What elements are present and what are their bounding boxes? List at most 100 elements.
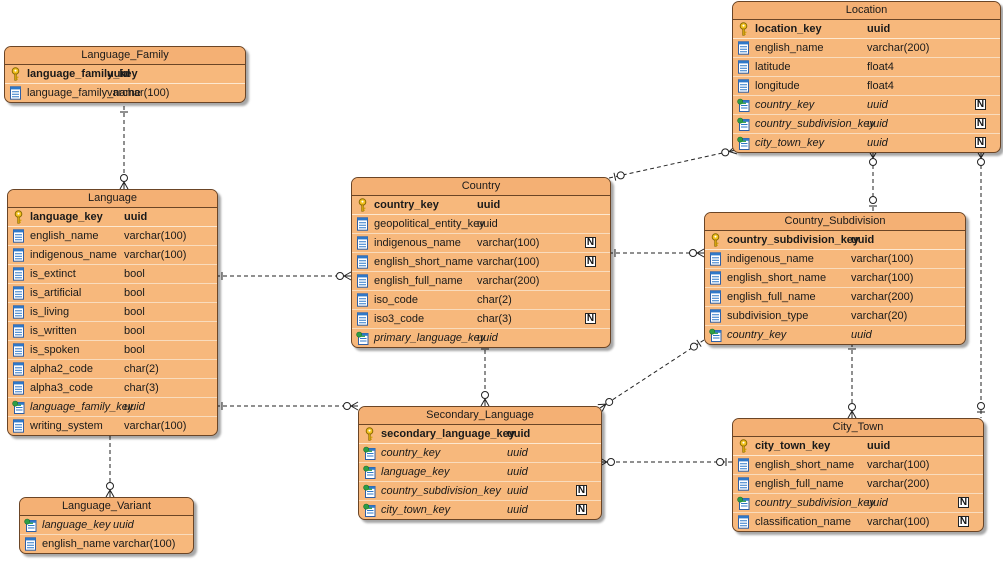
column-name: is_spoken [30, 344, 80, 356]
column-name: primary_language_key [374, 332, 486, 344]
column-type: varchar(100) [107, 87, 170, 99]
column-icon [9, 86, 22, 100]
column-name: country_key [727, 329, 787, 341]
column-type: uuid [867, 99, 888, 111]
entity-title: Language [8, 190, 217, 208]
entity-secondary-language[interactable]: Secondary_Language secondary_language_ke… [358, 406, 602, 520]
column-row[interactable]: alpha3_code char(3) [8, 379, 217, 398]
key-icon [356, 198, 369, 212]
column-icon [12, 362, 25, 376]
foreign-key-row[interactable]: country_key uuid [705, 326, 965, 344]
zero-marker [848, 403, 856, 411]
zero-marker [689, 342, 698, 351]
column-name: english_name [42, 538, 111, 550]
nullable-badge: N [576, 485, 587, 496]
column-name: language_key [30, 211, 103, 223]
foreign-key-icon [737, 496, 750, 510]
entity-title: Language_Variant [20, 498, 193, 516]
column-type: varchar(100) [113, 538, 176, 550]
column-name: city_town_key [755, 137, 825, 149]
column-type: uuid [851, 329, 872, 341]
column-name: indigenous_name [374, 237, 461, 249]
entity-country-subdivision[interactable]: Country_Subdivision country_subdivision_… [704, 212, 966, 345]
column-icon [737, 515, 750, 529]
connector-subdivision-secondary [599, 339, 705, 409]
column-type: uuid [867, 440, 891, 452]
column-icon [709, 290, 722, 304]
column-type: char(3) [124, 382, 159, 394]
column-icon [356, 255, 369, 269]
column-name: country_subdivision_key [727, 234, 860, 246]
nullable-badge: N [958, 497, 969, 508]
crowfoot-marker [350, 405, 359, 411]
column-icon [737, 458, 750, 472]
column-type: uuid [867, 137, 888, 149]
column-type: bool [124, 306, 145, 318]
zero-marker [869, 196, 877, 204]
column-type: varchar(100) [867, 459, 930, 471]
nullable-badge: N [585, 313, 596, 324]
column-name: iso_code [374, 294, 419, 306]
column-name: alpha3_code [30, 382, 94, 394]
column-type: uuid [507, 428, 531, 440]
column-name: longitude [755, 80, 800, 92]
column-icon [12, 419, 25, 433]
column-type: uuid [867, 118, 888, 130]
crowfoot-marker [696, 252, 705, 258]
foreign-key-icon [24, 518, 37, 532]
one-marker [696, 339, 702, 347]
